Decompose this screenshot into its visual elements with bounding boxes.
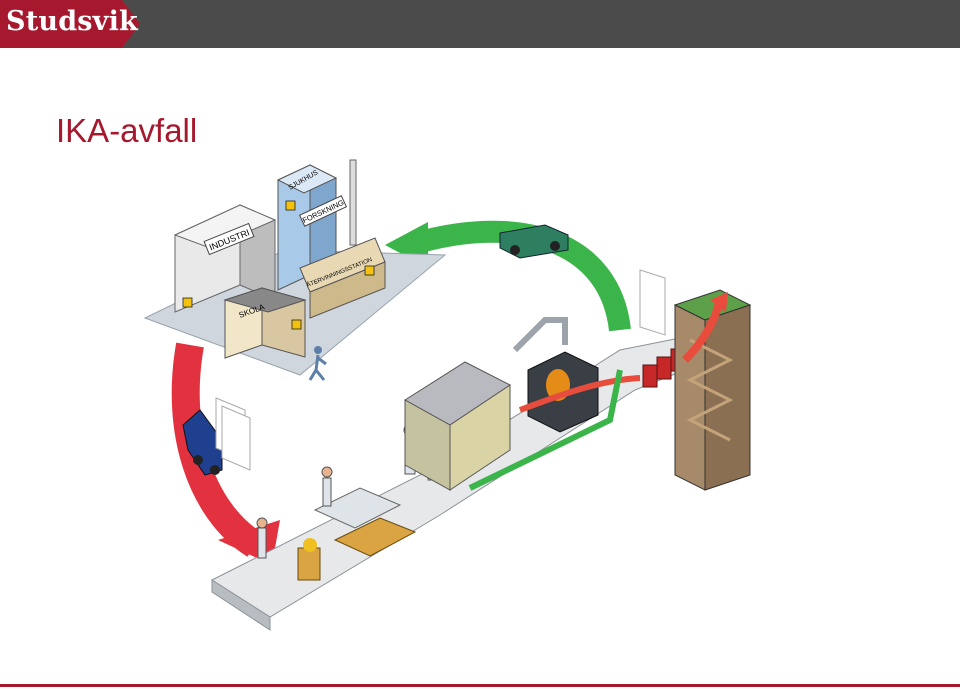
studsvik-logo: Studsvik [0,0,140,48]
blue-car [182,409,223,476]
return-flow-line [468,369,623,491]
glovebox-unit [404,361,511,491]
chimney [349,159,357,246]
bottom-rule [0,684,960,687]
sorting-area [297,487,417,581]
radiation-icon [364,265,375,276]
processing-arrow [518,375,641,413]
page-title: IKA-avfall [56,112,198,149]
radiation-icon [285,200,296,211]
worker-figure [308,346,327,381]
header-bar [0,0,960,48]
radiation-icon [291,319,302,330]
green-car [499,224,569,259]
radiation-icon [182,297,193,308]
documents [215,269,666,471]
logo-text: Studsvik [6,6,138,37]
